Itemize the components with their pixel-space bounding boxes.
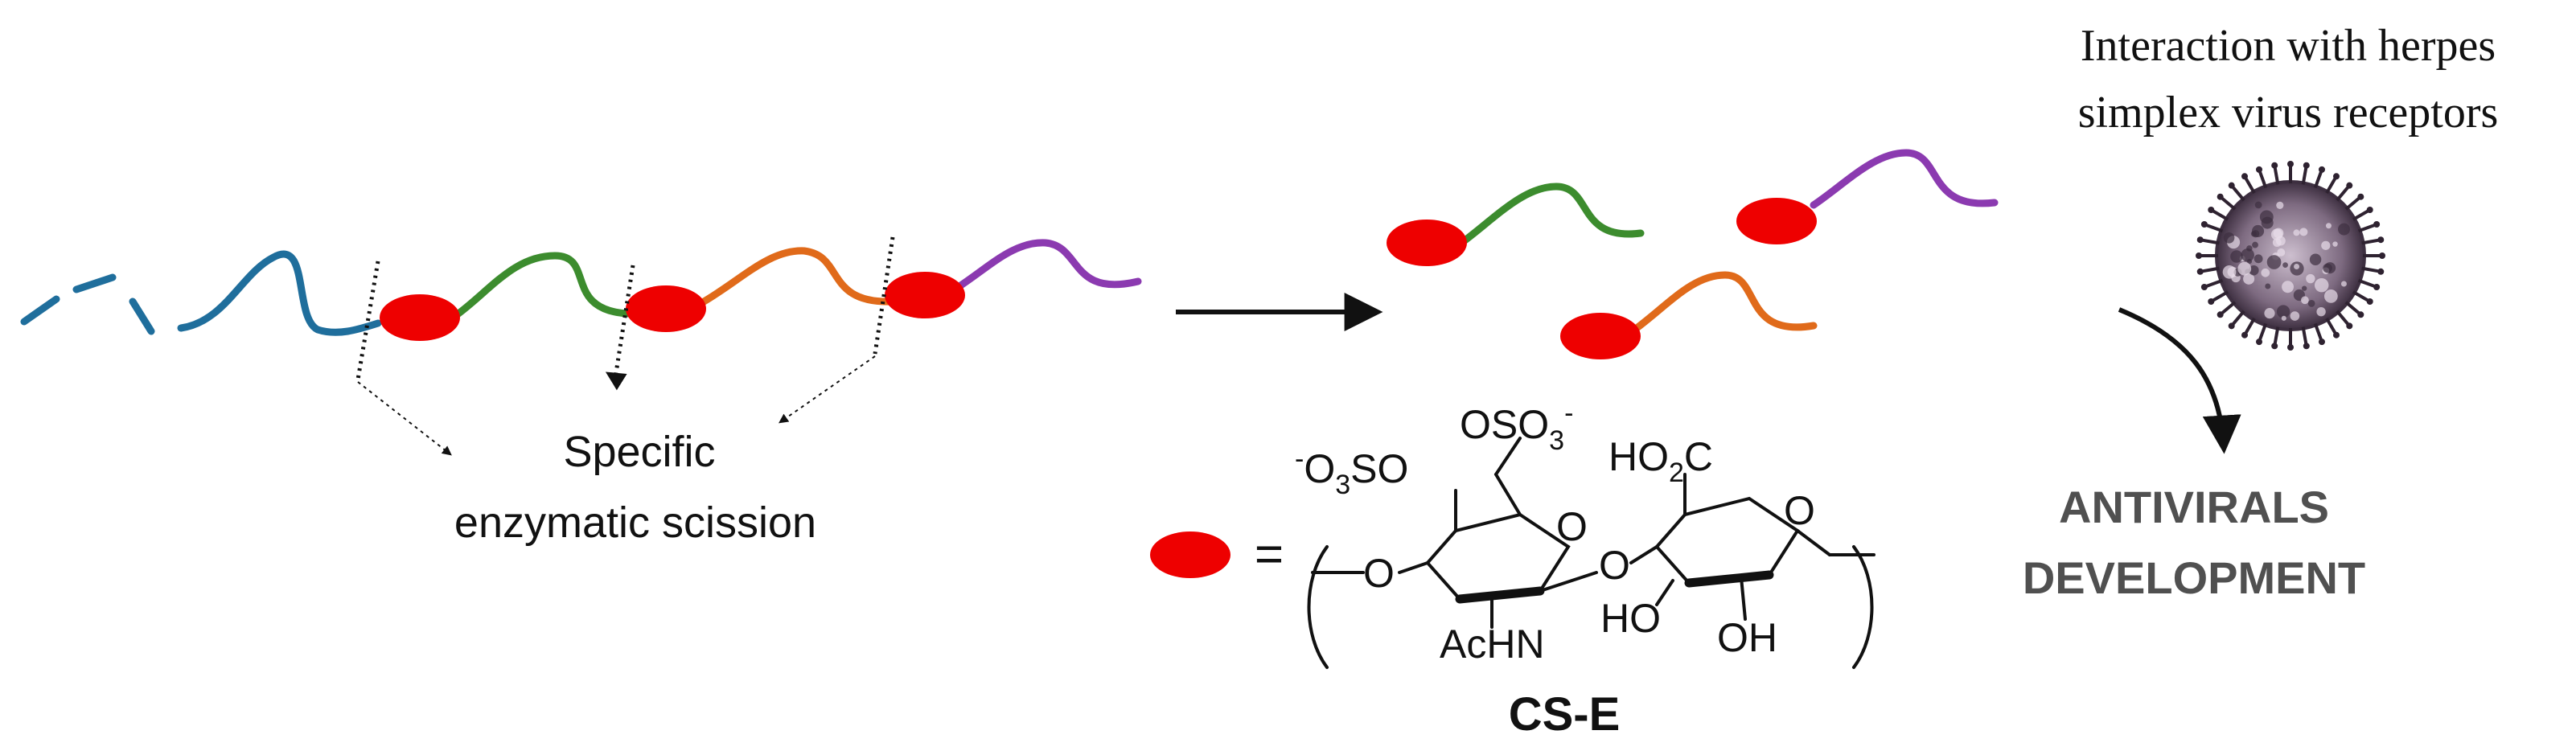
equals-sign: = [1255, 527, 1284, 582]
scission-pointer-arrow [357, 381, 452, 456]
bond [1655, 579, 1674, 606]
scission-cuts [355, 236, 895, 456]
glca-ring [1654, 496, 1800, 585]
interaction-label-line2: simplex virus receptors [2078, 88, 2499, 137]
sulfate-6-label: OSO3- [1460, 398, 1573, 456]
sulfate-4-label: -O3SO [1295, 444, 1408, 500]
legend-disaccharide-unit [1150, 531, 1230, 578]
bond [1398, 561, 1429, 574]
outcome-label-line2: DEVELOPMENT [2023, 552, 2365, 603]
cut-line [613, 265, 635, 379]
fragment-disaccharide-unit [1387, 220, 1467, 266]
bond [1539, 571, 1598, 593]
linkage-oxygen-left: O [1363, 551, 1395, 596]
ring-oxygen-galnac: O [1556, 504, 1588, 549]
herpes-virus-icon [2196, 161, 2385, 351]
bond [1494, 473, 1522, 516]
cut-line [355, 261, 380, 380]
hydroxyl-right-label: OH [1717, 615, 1777, 660]
fragment-chain-purple [1810, 149, 1999, 209]
polysaccharide-chain [20, 239, 1142, 341]
bond [1455, 586, 1545, 604]
bond [1740, 576, 1747, 621]
carboxyl-label: HO2C [1608, 434, 1713, 488]
bond [1629, 545, 1658, 564]
galnac-ring [1425, 512, 1571, 601]
fragment-chain-green [1460, 183, 1645, 245]
chain-segment-blue [177, 250, 382, 336]
repeat-bracket-right [1852, 545, 1874, 669]
scission-label-line1: Specific [563, 428, 715, 476]
bond [1796, 529, 1831, 556]
scission-pointer-arrow [779, 355, 876, 424]
disaccharide-unit [885, 272, 965, 318]
cut-line [873, 236, 895, 355]
chain-dashed-start [129, 298, 155, 335]
chain-dashed-start [72, 273, 117, 293]
cs-e-structure [1307, 437, 1876, 669]
outcome-arrow [2118, 307, 2241, 454]
glycosidic-oxygen: O [1599, 543, 1630, 588]
fragment-chain-orange [1633, 271, 1818, 332]
disaccharide-unit [626, 285, 706, 332]
repeat-bracket-left [1307, 545, 1329, 669]
achn-label: AcHN [1440, 622, 1545, 667]
disaccharide-unit [380, 294, 460, 341]
scission-pointer-arrow [605, 371, 627, 391]
chain-segment-green [454, 252, 631, 318]
chain-dashed-start [20, 295, 60, 326]
fragment-disaccharide-unit [1560, 313, 1641, 359]
bond [1684, 570, 1774, 588]
chain-segment-orange [696, 247, 897, 308]
hydroxyl-left-label: HO [1600, 596, 1661, 641]
outcome-label-line1: ANTIVIRALS [2059, 482, 2329, 532]
fragment-disaccharide-unit [1736, 198, 1817, 244]
ring-oxygen-glca: O [1784, 488, 1815, 533]
compound-name: CS-E [1509, 688, 1621, 741]
oligosaccharide-fragments [1387, 149, 1999, 359]
interaction-label-line1: Interaction with herpes [2081, 21, 2496, 71]
chain-segment-purple [953, 239, 1142, 292]
bond [1494, 437, 1522, 476]
scission-label-line2: enzymatic scission [454, 499, 816, 547]
